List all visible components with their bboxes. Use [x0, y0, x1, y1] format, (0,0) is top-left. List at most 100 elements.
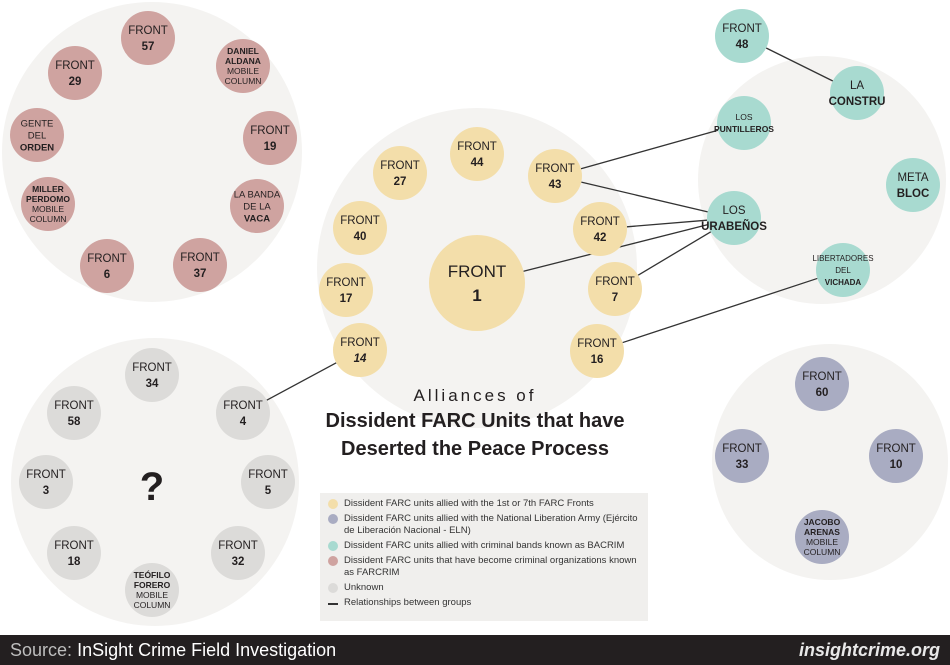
node-label: FRONT — [132, 362, 172, 374]
node-circle — [528, 149, 582, 203]
color-swatch-icon — [328, 541, 338, 551]
node-f16[interactable]: FRONT 16 — [570, 324, 624, 378]
node-label: DEL — [28, 130, 46, 141]
node-label: VICHADA — [825, 278, 862, 287]
legend-label: Unknown — [344, 582, 384, 593]
node-label: 34 — [146, 378, 159, 390]
node-label: 19 — [264, 141, 277, 153]
node-label: BLOC — [897, 188, 930, 200]
node-f3[interactable]: FRONT 3 — [19, 455, 73, 509]
legend-label: Dissident FARC units allied with crimina… — [344, 540, 625, 551]
node-label: FRONT — [457, 141, 497, 153]
site-link[interactable]: insightcrime.org — [798, 639, 940, 660]
node-circle — [795, 357, 849, 411]
node-label: PERDOMO — [26, 194, 70, 204]
node-circle — [48, 46, 102, 100]
relationship-line-f43-urabenos — [581, 181, 708, 213]
node-circle — [333, 201, 387, 255]
relationship-line-f14-f4 — [266, 362, 337, 401]
node-label: FRONT — [248, 469, 288, 481]
node-f18[interactable]: FRONT 18 — [47, 526, 101, 580]
node-label: MOBILE — [806, 537, 838, 547]
legend-label: Dissident FARC units allied with the 1st… — [344, 498, 594, 509]
relationship-line-f7-urabenos — [637, 231, 712, 276]
node-label: MOBILE — [32, 204, 64, 214]
node-circle — [10, 108, 64, 162]
node-label: 10 — [890, 459, 903, 471]
node-vichada[interactable]: LIBERTADORES DEL VICHADA — [812, 243, 874, 297]
node-label: 3 — [43, 485, 49, 497]
node-f34[interactable]: FRONT 34 — [125, 348, 179, 402]
node-label: FRONT — [340, 215, 380, 227]
node-circle — [830, 66, 884, 120]
legend-item: Relationships between groups — [324, 597, 644, 609]
node-label: LIBERTADORES — [812, 254, 873, 263]
node-label: LA — [850, 80, 864, 92]
node-circle — [241, 455, 295, 509]
node-label: DEL — [835, 266, 851, 275]
node-label: 18 — [68, 556, 81, 568]
node-label: FRONT — [54, 540, 94, 552]
node-circle — [319, 263, 373, 317]
node-circle — [795, 510, 849, 564]
relationship-line-f16-vichada — [622, 277, 818, 344]
node-circle — [47, 386, 101, 440]
node-label: 32 — [232, 556, 245, 568]
node-label: FRONT — [223, 400, 263, 412]
node-circle — [230, 179, 284, 233]
node-circle — [125, 348, 179, 402]
node-circle — [573, 202, 627, 256]
legend-label: Dissident FARC units that have become cr… — [344, 555, 637, 578]
node-circle — [717, 96, 771, 150]
node-label: FRONT — [26, 469, 66, 481]
footer: Source: InSight Crime Field Investigatio… — [0, 635, 950, 665]
node-label: FRONT — [802, 371, 842, 383]
legend-item: Dissident FARC units allied with crimina… — [324, 540, 644, 552]
node-label: CONSTRU — [829, 96, 886, 108]
node-label: 16 — [591, 354, 604, 366]
node-label: MILLER — [32, 184, 64, 194]
node-constru[interactable]: LA CONSTRU — [829, 66, 886, 120]
node-circle — [450, 127, 504, 181]
line-swatch-icon — [328, 603, 338, 605]
node-label: FRONT — [577, 338, 617, 350]
node-label: 58 — [68, 416, 81, 428]
legend-label: Relationships between groups — [344, 597, 472, 608]
legend-item: Unknown — [324, 582, 644, 594]
node-circle — [715, 429, 769, 483]
node-label: ORDEN — [20, 142, 54, 153]
node-label: 37 — [194, 268, 207, 280]
